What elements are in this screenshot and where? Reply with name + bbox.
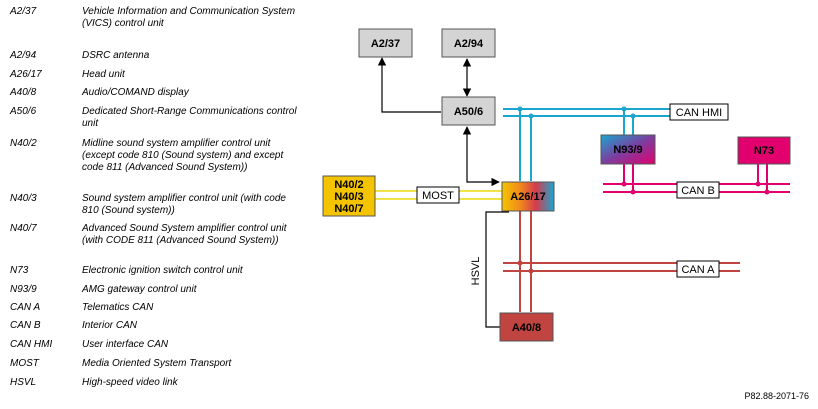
legend-code: CAN HMI (10, 339, 53, 350)
legend-description: User interface CAN (82, 339, 169, 350)
box-a2-94: A2/94 (441, 28, 496, 58)
legend-code: A50/6 (10, 106, 37, 117)
legend-description: Interior CAN (82, 320, 138, 331)
legend-code: MOST (10, 358, 39, 369)
legend-description: Telematics CAN (82, 302, 154, 313)
svg-text:CAN HMI: CAN HMI (676, 107, 722, 119)
box-a2-37: A2/37 (358, 28, 413, 58)
legend-description: Head unit (82, 69, 125, 80)
svg-text:CAN A: CAN A (681, 264, 715, 276)
connections (377, 57, 509, 328)
box-n93-9: N93/9 (600, 134, 656, 165)
box-label: N40/2 (334, 179, 363, 191)
legend-description: Media Oriented System Transport (82, 358, 232, 369)
legend-code: A2/94 (10, 50, 37, 61)
figure-reference: P82.88-2071-76 (744, 391, 809, 401)
legend-code: A2/37 (10, 6, 37, 17)
legend-code: N40/7 (10, 223, 37, 234)
box-label: N40/3 (334, 191, 363, 203)
label-can-hmi: CAN HMI (669, 103, 729, 121)
legend-description: Electronic ignition switch control unit (82, 265, 243, 276)
box-n73: N73 (737, 136, 791, 165)
label-most: MOST (416, 186, 460, 204)
legend-description: DSRC antenna (82, 50, 150, 61)
box-a26-17: A26/17 (501, 181, 555, 212)
legend-description: Audio/COMAND display (82, 87, 189, 98)
box-a40-8: A40/8 (499, 312, 554, 342)
box-label: A40/8 (512, 322, 541, 334)
label-can-a: CAN A (676, 260, 720, 278)
legend-code: N40/2 (10, 138, 37, 149)
box-label: A50/6 (454, 106, 483, 118)
box-label: A2/94 (454, 38, 484, 50)
box-label: A2/37 (371, 38, 400, 50)
legend-code: N73 (10, 265, 29, 276)
svg-text:CAN B: CAN B (681, 185, 715, 197)
legend-code: A40/8 (10, 87, 37, 98)
label-can-b: CAN B (676, 181, 720, 199)
legend-description: Sound system amplifier control unit (wit… (82, 193, 286, 216)
box-label: A26/17 (510, 191, 545, 203)
svg-text:HSVL: HSVL (470, 257, 482, 286)
legend-code: CAN B (10, 320, 41, 331)
legend-description: Vehicle Information and Communication Sy… (82, 6, 296, 29)
legend-code: N93/9 (10, 284, 37, 295)
box-label: N40/7 (334, 203, 363, 215)
legend-code: A26/17 (10, 69, 42, 80)
legend-code: N40/3 (10, 193, 37, 204)
box-a50-6: A50/6 (441, 96, 496, 126)
legend: A2/37 Vehicle Information and Communicat… (0, 0, 300, 409)
legend-description: Dedicated Short-Range Communications con… (82, 106, 297, 129)
legend-code: HSVL (10, 377, 37, 388)
legend-description: Advanced Sound System amplifier control … (82, 223, 287, 246)
legend-description: Midline sound system amplifier control u… (82, 138, 284, 173)
box-label: N73 (754, 145, 774, 157)
legend-description: AMG gateway control unit (82, 284, 197, 295)
box-label: N93/9 (613, 144, 642, 156)
label-hsvl: HSVL (470, 257, 482, 286)
legend-description: High-speed video link (82, 377, 178, 388)
legend-code: CAN A (10, 302, 41, 313)
box-n40: N40/2 N40/3 N40/7 (322, 175, 376, 217)
svg-text:MOST: MOST (422, 190, 454, 202)
